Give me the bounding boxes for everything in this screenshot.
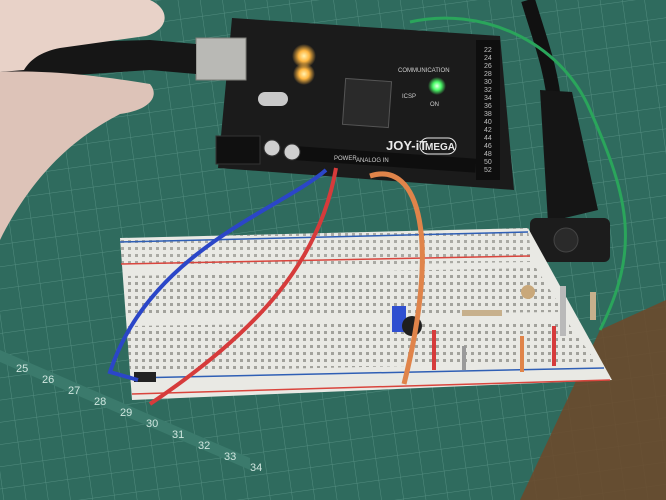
short-orange-jumper <box>520 336 524 372</box>
pin-number: 52 <box>484 167 492 174</box>
capacitor <box>283 143 301 161</box>
pin-number: 34 <box>484 95 492 102</box>
crystal <box>258 92 288 106</box>
rail-blue-line-bottom <box>129 367 605 379</box>
pin-number: 28 <box>484 71 492 78</box>
pin-number: 36 <box>484 103 492 110</box>
arduino-mega-board: 22 24 26 28 30 32 34 36 38 40 42 44 46 4… <box>195 18 514 190</box>
icsp-label: ICSP <box>402 94 416 100</box>
pin-number: 22 <box>484 47 492 54</box>
communication-label: COMMUNICATION <box>398 68 450 74</box>
on-label: ON <box>430 102 439 108</box>
model-badge <box>419 137 457 155</box>
pin-number: 30 <box>484 79 492 86</box>
pin-number: 46 <box>484 143 492 150</box>
power-label: POWER <box>334 156 357 162</box>
short-red-jumper <box>432 330 436 370</box>
jack-socket <box>553 227 579 253</box>
header-numbers: 22 24 26 28 30 32 34 36 38 40 42 44 46 4… <box>484 47 492 174</box>
ruler-number: 30 <box>146 418 158 430</box>
mat-ruler-numbers: 25 26 27 28 29 30 31 32 33 34 <box>16 363 262 474</box>
ruler-number: 26 <box>42 374 54 386</box>
jack-housing <box>540 90 598 222</box>
ruler-number: 28 <box>94 396 106 408</box>
mcu-chip <box>341 77 393 129</box>
analog-label: ANALOG IN <box>356 158 389 164</box>
short-red-jumper-2 <box>552 326 556 366</box>
ruler-number: 29 <box>120 407 132 419</box>
pin-header <box>476 40 500 180</box>
ruler-number: 27 <box>68 385 80 397</box>
bottom-header <box>289 145 477 173</box>
rx-led-glow <box>293 63 315 85</box>
ruler-number: 32 <box>198 440 210 452</box>
jumper-pin <box>560 286 566 336</box>
ruler-number: 34 <box>250 462 262 474</box>
hand-palm <box>0 71 154 240</box>
ruler-number: 33 <box>224 451 236 463</box>
photoresistor <box>521 285 535 299</box>
capacitor <box>263 139 281 157</box>
pin-number: 32 <box>484 87 492 94</box>
upper-terminal-area <box>124 268 564 316</box>
tx-led-glow <box>292 44 316 68</box>
pin-number: 50 <box>484 159 492 166</box>
pin-number: 48 <box>484 151 492 158</box>
short-gray-jumper <box>462 346 466 370</box>
rail-blue-line <box>119 231 529 243</box>
mat-ruler-edge <box>0 350 250 470</box>
rail-red-line-bottom <box>131 379 611 395</box>
pin-number: 42 <box>484 127 492 134</box>
power-led-glow <box>428 77 446 95</box>
green-wire <box>409 16 627 331</box>
hand-fingers <box>0 0 165 72</box>
orange-wire <box>369 171 425 385</box>
pin-number: 40 <box>484 119 492 126</box>
red-wire <box>148 167 338 406</box>
table-wood <box>520 300 666 500</box>
ruler-number: 31 <box>172 429 184 441</box>
resistor-vertical <box>590 292 596 320</box>
blue-wire <box>107 168 328 382</box>
pin-number: 38 <box>484 111 492 118</box>
usb-connector <box>195 37 247 81</box>
pin-number: 44 <box>484 135 492 142</box>
pin-number: 26 <box>484 63 492 70</box>
brand-text: JOY-iT <box>386 138 427 153</box>
resistor <box>462 310 502 316</box>
jumper-header <box>134 372 156 382</box>
model-text: MEGA <box>425 142 455 153</box>
ruler-number: 25 <box>16 363 28 375</box>
dc-jack <box>215 135 261 165</box>
pin-number: 24 <box>484 55 492 62</box>
